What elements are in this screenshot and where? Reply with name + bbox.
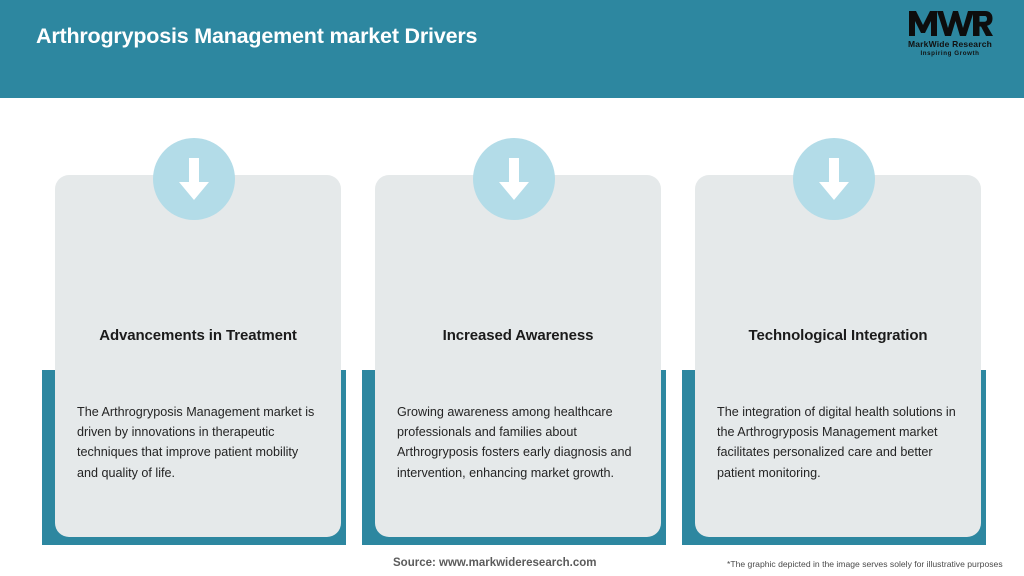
card-title: Increased Awareness xyxy=(442,327,594,344)
card-title: Technological Integration xyxy=(748,327,928,344)
mwr-logo-icon xyxy=(909,11,993,36)
down-arrow-icon xyxy=(179,158,209,200)
card-badge xyxy=(793,138,875,220)
down-arrow-icon xyxy=(499,158,529,200)
footer-disclaimer-text: *The graphic depicted in the image serve… xyxy=(727,559,1003,569)
driver-card-1[interactable]: Advancements in Treatment The Arthrogryp… xyxy=(38,98,350,576)
card-panel: Technological Integration The integratio… xyxy=(695,175,981,537)
brand-logo: MarkWide Research Inspiring Growth xyxy=(898,8,1002,62)
card-body-text: The Arthrogryposis Management market is … xyxy=(77,405,315,480)
card-panel: Advancements in Treatment The Arthrogryp… xyxy=(55,175,341,537)
card-panel: Increased Awareness Growing awareness am… xyxy=(375,175,661,537)
down-arrow-icon xyxy=(819,158,849,200)
driver-card-2[interactable]: Increased Awareness Growing awareness am… xyxy=(358,98,670,576)
page-header: Arthrogryposis Management market Drivers… xyxy=(0,0,1024,98)
card-title: Advancements in Treatment xyxy=(99,327,297,344)
driver-cards-container: Advancements in Treatment The Arthrogryp… xyxy=(0,98,1024,576)
logo-company-name: MarkWide Research xyxy=(907,39,993,49)
card-body-text: Growing awareness among healthcare profe… xyxy=(397,405,632,480)
card-badge xyxy=(473,138,555,220)
card-badge xyxy=(153,138,235,220)
footer-source-text: Source: www.markwideresearch.com xyxy=(393,557,597,569)
logo-tagline: Inspiring Growth xyxy=(920,50,980,57)
driver-card-3[interactable]: Technological Integration The integratio… xyxy=(678,98,990,576)
page-title: Arthrogryposis Management market Drivers xyxy=(36,24,478,48)
card-body-text: The integration of digital health soluti… xyxy=(717,405,956,480)
